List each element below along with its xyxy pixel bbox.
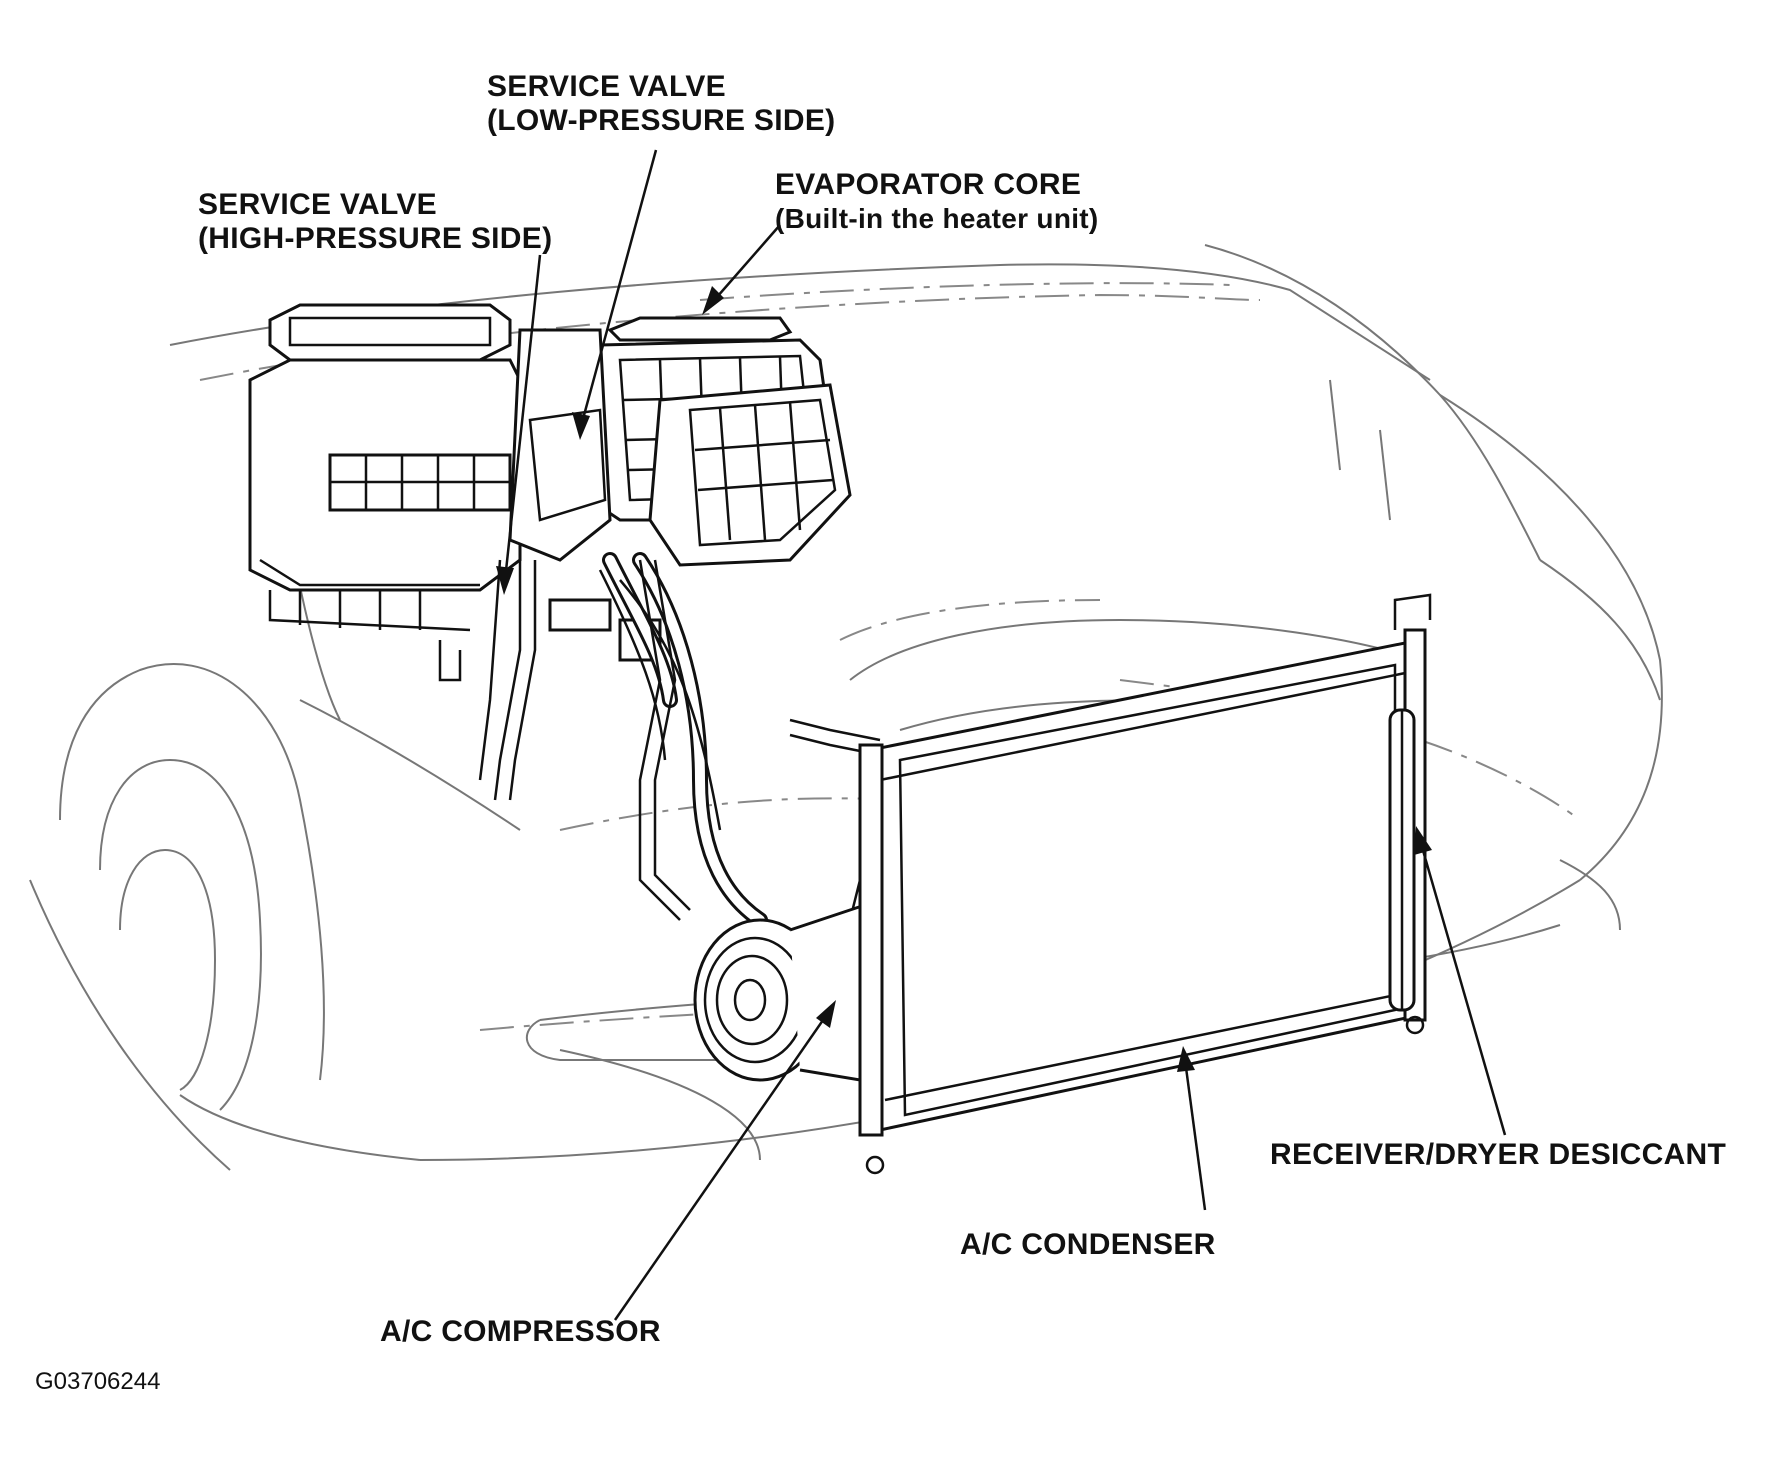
label-evaporator-core-subtitle: (Built-in the heater unit) (775, 203, 1099, 234)
leader-lines (496, 149, 1507, 1321)
label-service-valve-low-subtitle: (LOW-PRESSURE SIDE) (487, 104, 836, 137)
receiver-dryer (1388, 708, 1416, 1012)
label-service-valve-high-title: SERVICE VALVE (198, 188, 437, 221)
refrigerant-lines (478, 552, 957, 1058)
ac-condenser (858, 593, 1432, 1175)
label-evaporator-core-title: EVAPORATOR CORE (775, 168, 1082, 201)
label-service-valve-low-title: SERVICE VALVE (487, 70, 726, 103)
heater-blower-unit (248, 303, 522, 682)
figure-code: G03706244 (35, 1368, 161, 1395)
evaporator-heater-case (508, 316, 852, 662)
label-ac-condenser: A/C CONDENSER (960, 1228, 1216, 1261)
label-receiver-dryer: RECEIVER/DRYER DESICCANT (1270, 1138, 1727, 1171)
label-service-valve-high-subtitle: (HIGH-PRESSURE SIDE) (198, 222, 553, 255)
label-ac-compressor: A/C COMPRESSOR (380, 1315, 661, 1348)
